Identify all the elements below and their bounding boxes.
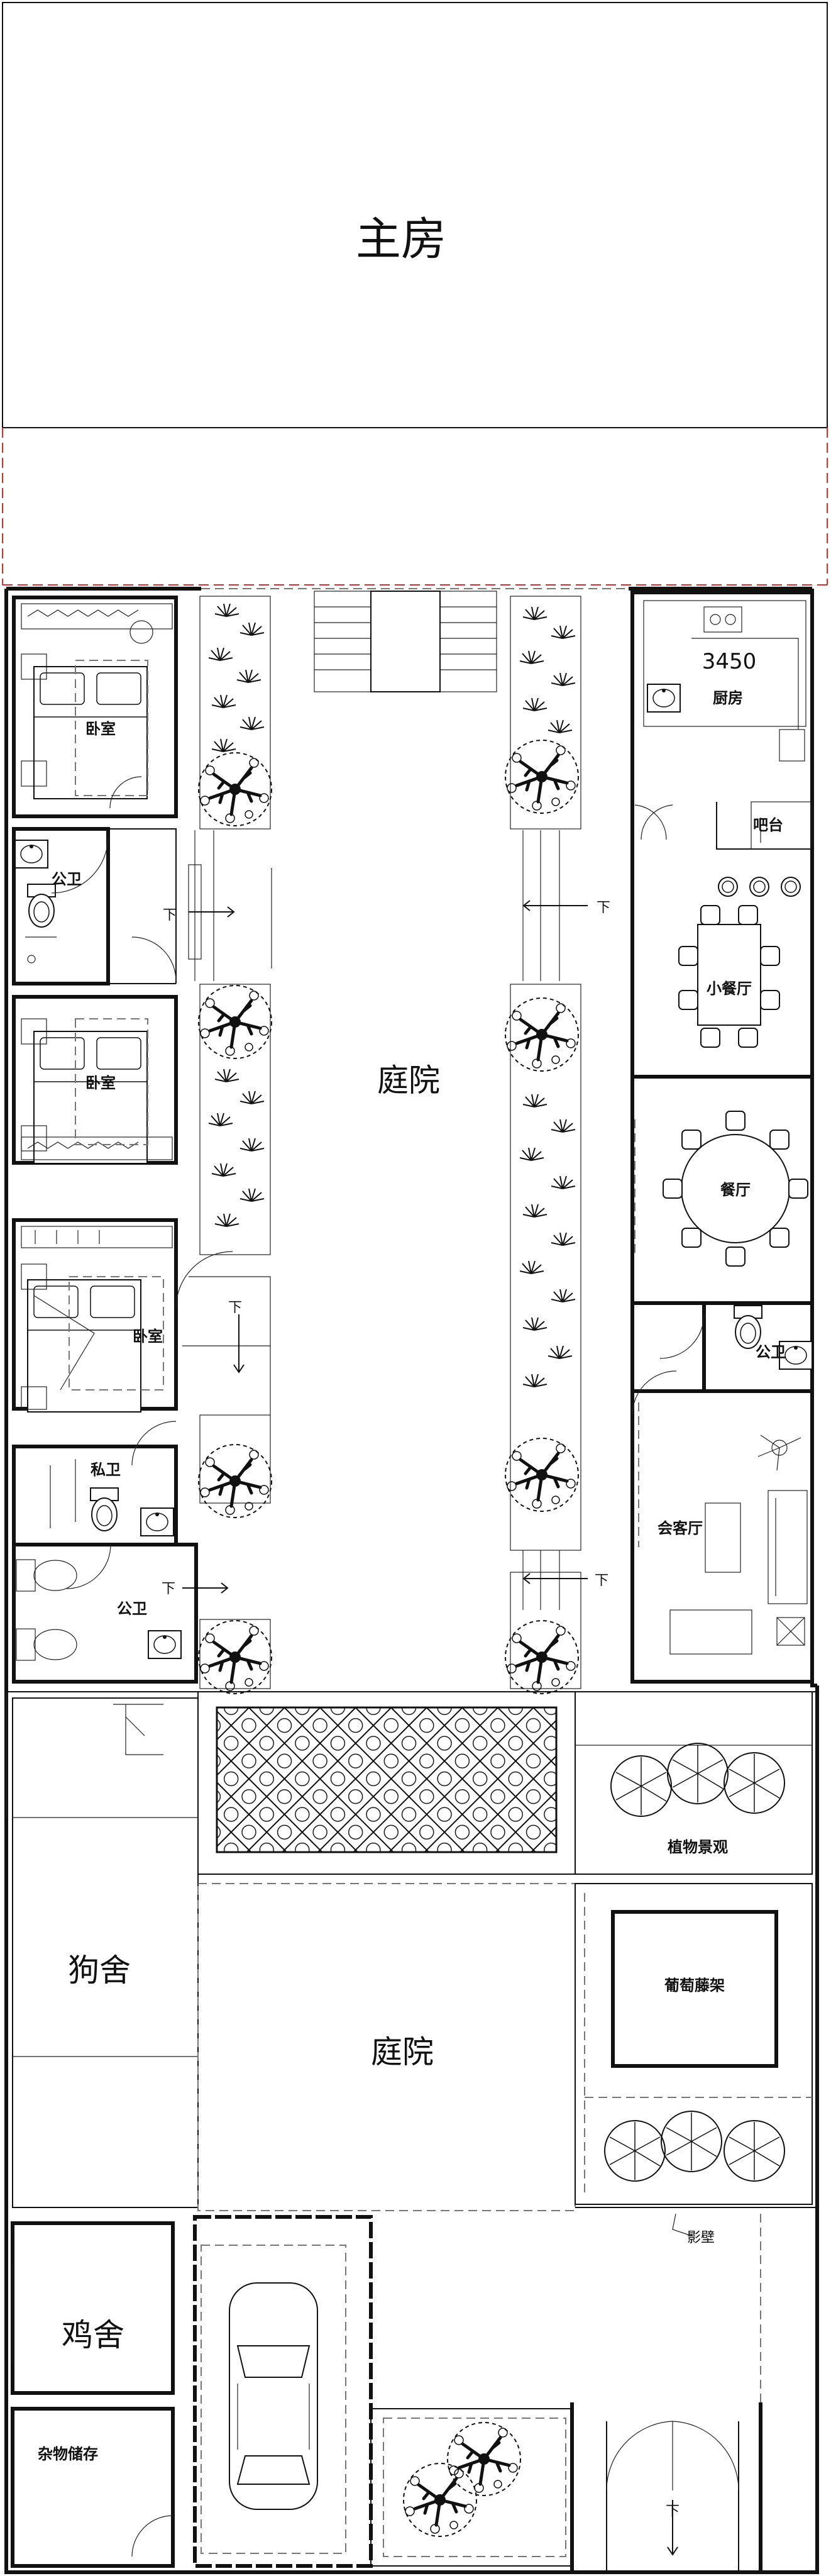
right-planter [505,596,581,1694]
red-boundary [2,428,828,586]
private-bath-label: 私卫 [91,1461,121,1479]
small-dining-label: 小餐厅 [707,980,752,997]
living-room-label: 会客厅 [658,1519,703,1537]
down-label-2: 下 [597,900,610,916]
dog-house-label: 狗舍 [68,1952,131,1989]
entrance-steps [314,591,497,692]
bar-label: 吧台 [753,816,783,834]
bedroom-3-label: 卧室 [133,1328,163,1345]
kitchen-label: 厨房 [713,689,743,707]
right-wing: 3450 厨房 吧台 小餐厅 餐厅 [630,591,814,1684]
down-label-6: 下 [666,2504,680,2519]
plant-landscape-label: 植物景观 [668,1838,728,1856]
step-markers: 下 下 下 下 下 下 [162,864,680,2556]
down-label-1: 下 [163,908,177,923]
dimension-label: 3450 [702,649,757,674]
main-house [2,2,828,428]
grape-trellis-label: 葡萄藤架 [664,1977,725,1994]
down-label-3: 下 [228,1300,242,1316]
courtyard-lower-label: 庭院 [371,2034,434,2070]
bathroom-3-label: 公卫 [756,1343,786,1361]
down-label-5: 下 [595,1573,608,1589]
chicken-coop-label: 鸡舍 [62,2317,124,2353]
left-planter [182,596,272,1694]
dining-label: 餐厅 [720,1181,751,1199]
main-house-label: 主房 [356,213,446,265]
car-icon [229,2282,318,2510]
screen-wall-label: 影壁 [687,2230,715,2246]
left-wing: 卧室 公卫 卧室 卧室 私卫 [12,596,233,1684]
lower-compound: 狗舍 植物景观 庭院 葡萄藤架 影壁 鸡舍 杂物储存 [6,1691,817,2572]
bedroom-2-label: 卧室 [85,1074,116,1092]
courtyard-upper-label: 庭院 [377,1062,440,1099]
bedroom-1-label: 卧室 [85,720,116,738]
outer-wall [4,589,819,2574]
lattice-screen [216,1706,558,1853]
bathroom-1-label: 公卫 [52,870,82,888]
down-label-4: 下 [162,1581,175,1597]
storage-label: 杂物储存 [38,2445,98,2463]
bathroom-2-label: 公卫 [117,1600,147,1618]
